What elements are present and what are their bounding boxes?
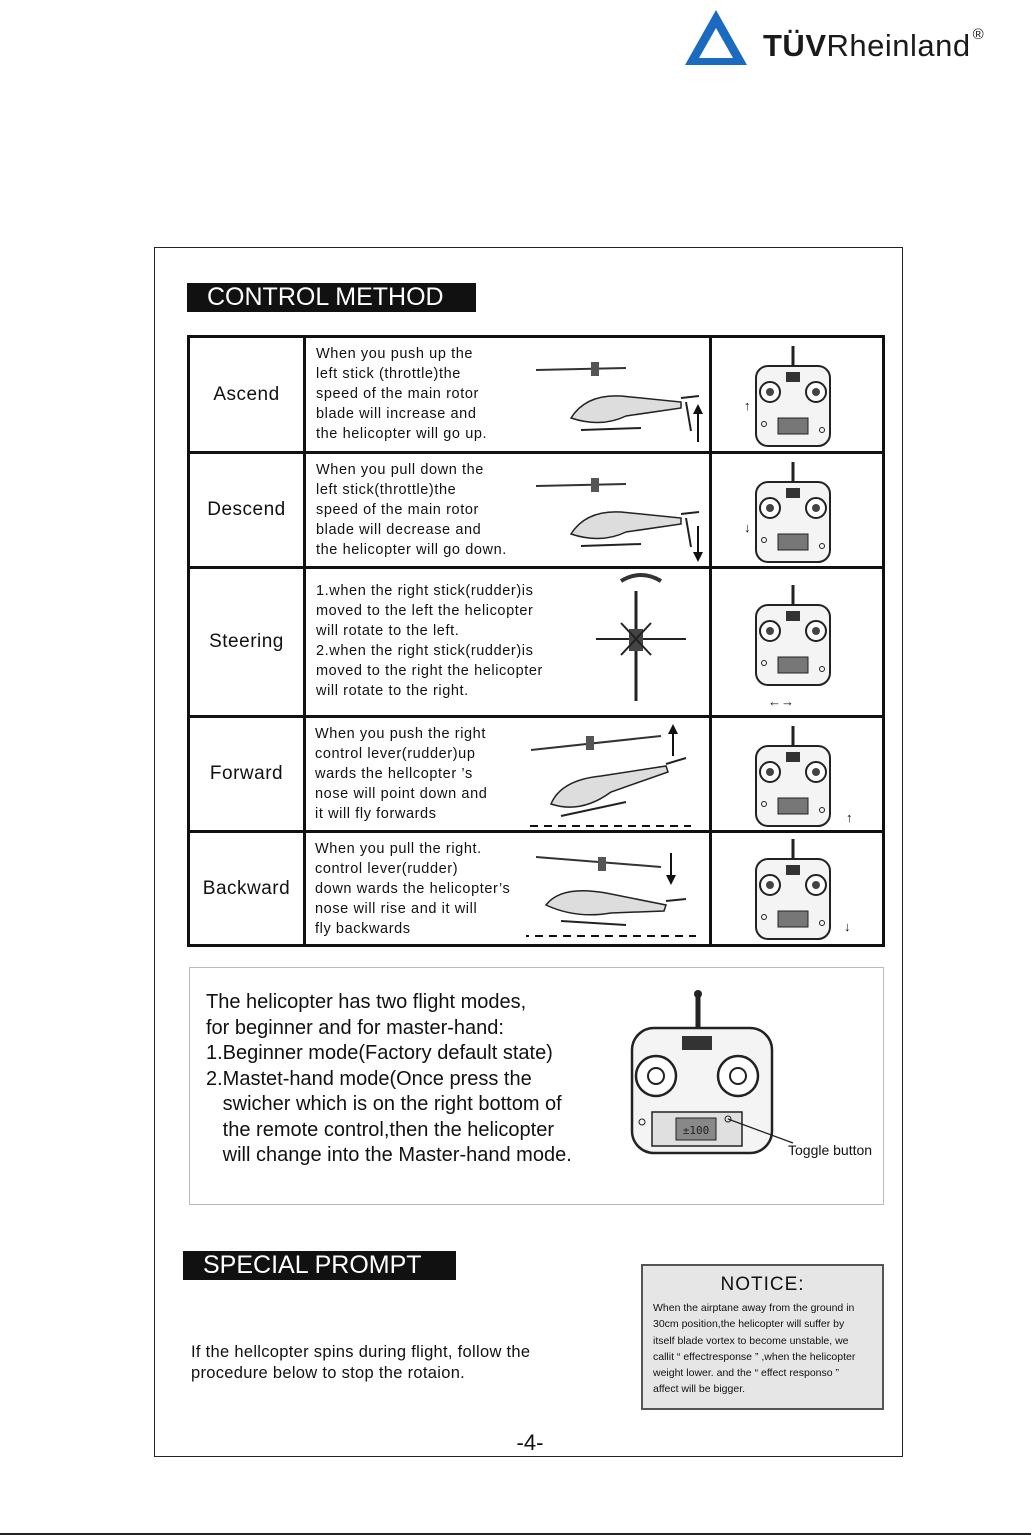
- flight-modes-box: The helicopter has two flight modes, for…: [189, 967, 884, 1205]
- row-label: Forward: [190, 718, 306, 830]
- helicopter-side-icon: [535, 362, 703, 442]
- special-prompt-header: SPECIAL PROMPT: [183, 1251, 456, 1280]
- tuv-logo: TÜVRheinland®: [683, 8, 1013, 68]
- arrow-up-icon: ↑: [744, 398, 751, 413]
- remote-control-illustration: ↓: [712, 454, 882, 566]
- arrow-down-icon: ↓: [744, 520, 751, 535]
- row-label: Backward: [190, 833, 306, 944]
- helicopter-side-icon: [535, 478, 703, 562]
- toggle-button-label: Toggle button: [788, 1142, 873, 1158]
- notice-title: NOTICE:: [720, 1274, 805, 1295]
- remote-control-icon: [755, 839, 831, 940]
- row-label: Ascend: [190, 338, 306, 451]
- row-description: When you pull down the left stick(thrott…: [306, 454, 712, 566]
- remote-control-icon: [755, 585, 831, 686]
- row-description: When you pull the right. control lever(r…: [306, 833, 712, 944]
- table-row: Steering 1.when the right stick(rudder)i…: [190, 569, 882, 718]
- remote-control-icon: [755, 726, 831, 827]
- helicopter-tilted-icon: [526, 724, 691, 827]
- notice-body: When the airptane away from the ground i…: [653, 1302, 856, 1396]
- table-row: Ascend When you push up the left stick (…: [190, 338, 882, 454]
- row-label: Descend: [190, 454, 306, 566]
- brand-name: TÜVRheinland®: [763, 26, 985, 63]
- arrow-down-icon: ↓: [844, 919, 851, 934]
- row-description: When you push the right control lever(ru…: [306, 718, 712, 830]
- control-table: Ascend When you push up the left stick (…: [187, 335, 885, 947]
- table-row: Descend When you pull down the left stic…: [190, 454, 882, 569]
- notice-box: NOTICE: When the airptane away from the …: [641, 1264, 884, 1410]
- flight-modes-text: The helicopter has two flight modes, for…: [206, 991, 572, 1166]
- bottom-divider: [0, 1533, 1031, 1535]
- remote-control-icon: [755, 462, 831, 563]
- helicopter-tilted-icon: [526, 853, 696, 937]
- remote-control-illustration: ←→: [712, 569, 882, 715]
- table-row: Forward When you push the right control …: [190, 718, 882, 833]
- row-description: 1.when the right stick(rudder)is moved t…: [306, 569, 712, 715]
- control-method-header: CONTROL METHOD: [187, 283, 476, 312]
- page-frame: [154, 247, 903, 1457]
- remote-control-large-icon: ±100: [630, 990, 794, 1155]
- row-description: When you push up the left stick (throttl…: [306, 338, 712, 451]
- remote-control-icon: [755, 346, 831, 447]
- tuv-triangle-icon: [685, 10, 747, 65]
- page-number: -4-: [516, 1430, 544, 1455]
- table-row: Backward When you pull the right. contro…: [190, 833, 882, 944]
- remote-control-illustration: ↑: [712, 718, 882, 830]
- svg-text:±100: ±100: [683, 1124, 710, 1137]
- helicopter-top-icon: [596, 573, 686, 701]
- special-prompt-text: If the hellcopter spins during flight, f…: [191, 1343, 531, 1382]
- remote-control-illustration: ↓: [712, 833, 882, 944]
- remote-control-illustration: ↑: [712, 338, 882, 451]
- row-label: Steering: [190, 569, 306, 715]
- arrow-up-icon: ↑: [846, 810, 853, 825]
- arrow-left-right-icon: ←→: [768, 694, 794, 709]
